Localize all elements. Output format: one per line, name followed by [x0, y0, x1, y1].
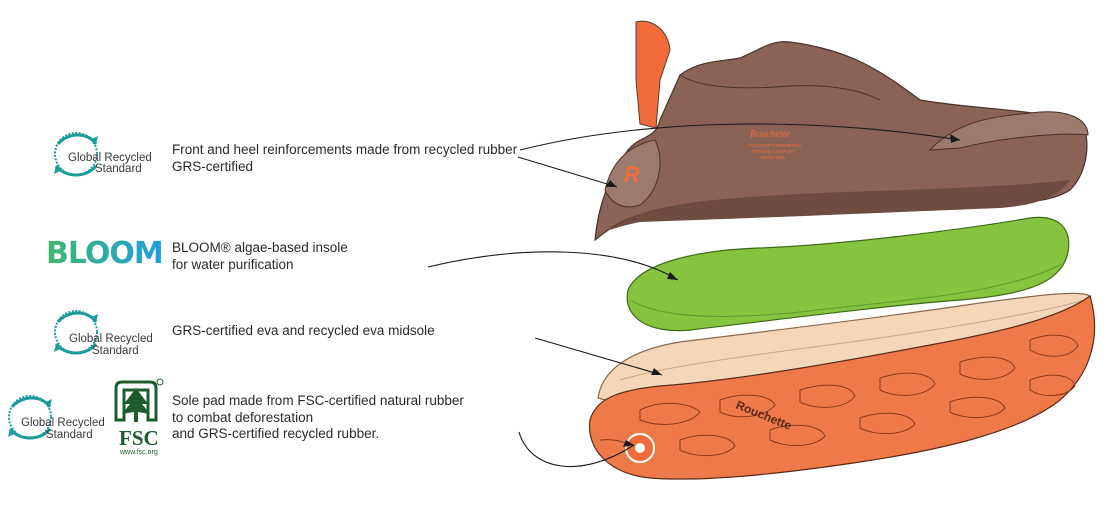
callout-reinforcements-line1: Front and heel reinforcements made from …	[172, 142, 518, 157]
grs-logo-mark-1	[54, 132, 98, 177]
midsole-line	[619, 299, 1086, 381]
arrow-heel-reinforcement	[517, 156, 618, 188]
callout-insole-line1: BLOOM® algae-based insole	[172, 240, 348, 255]
arrow-front-reinforcement	[519, 123, 961, 151]
heel-tab	[635, 20, 671, 129]
grs-logo-2: Global Recycled Standard	[60, 333, 160, 359]
upper-brand: Rouchette	[749, 129, 791, 140]
heel-logo	[625, 433, 655, 463]
callout-outsole-line2: to combat deforestation	[172, 409, 314, 425]
outsole-tread	[599, 334, 1079, 459]
callout-reinforcements-line2: GRS-certified	[172, 158, 254, 174]
grs-logo-2-line1: Global Recycled	[69, 333, 153, 345]
arrow-heads	[606, 134, 960, 447]
callout-outsole: Sole pad made from FSC-certified natural…	[172, 393, 464, 443]
toe-bumper	[928, 111, 1089, 151]
callout-insole: BLOOM® algae-based insole for water puri…	[172, 240, 348, 273]
shoe-collar	[679, 74, 881, 101]
arrow-midsole	[534, 337, 663, 376]
upper-sub-2: OPTIMAL COMFORT	[752, 149, 796, 154]
callout-outsole-line1: Sole pad made from FSC-certified natural…	[172, 393, 464, 408]
fsc-logo-url: www.fsc.org	[120, 449, 158, 456]
callout-midsole: GRS-certified eva and recycled eva midso…	[172, 323, 435, 340]
arrow-outsole	[518, 431, 635, 467]
heel-letter: R	[624, 162, 640, 187]
heel-counter	[604, 139, 661, 208]
grs-logo-3: Global Recycled Standard	[14, 417, 114, 443]
callout-midsole-line1: GRS-certified eva and recycled eva midso…	[172, 323, 435, 338]
grs-logo-1-line1: Global Recycled	[68, 152, 152, 164]
grs-logo-mark-3	[8, 395, 52, 440]
grs-logo-3-line2: Standard	[46, 429, 93, 441]
callout-arrows	[427, 123, 961, 467]
callout-outsole-line3: and GRS-certified recycled rubber.	[172, 426, 380, 441]
upper-sub-3: SINCE 1990	[760, 155, 786, 160]
insole-edge	[629, 264, 1061, 317]
grs-logo-2-line2: Standard	[92, 345, 139, 357]
shoe-upper-shadow	[610, 180, 1070, 230]
callout-reinforcements: Front and heel reinforcements made from …	[172, 142, 517, 175]
bloom-logo: BLOOM	[46, 236, 164, 271]
grs-logo-3-line1: Global Recycled	[21, 417, 105, 429]
fsc-logo-letters: FSC	[119, 426, 159, 450]
grs-logo-1-line2: Standard	[95, 163, 142, 175]
grs-logo-mark-2	[54, 310, 98, 355]
outsole	[588, 295, 1096, 480]
fsc-tree-icon	[114, 378, 164, 422]
arrow-insole	[427, 251, 679, 281]
insole	[626, 216, 1070, 332]
upper-sub-1: OUTDOOR EXPERIENCE	[748, 143, 801, 148]
callout-insole-line2: for water purification	[172, 256, 294, 272]
grs-logo-1: Global Recycled Standard	[60, 152, 160, 178]
